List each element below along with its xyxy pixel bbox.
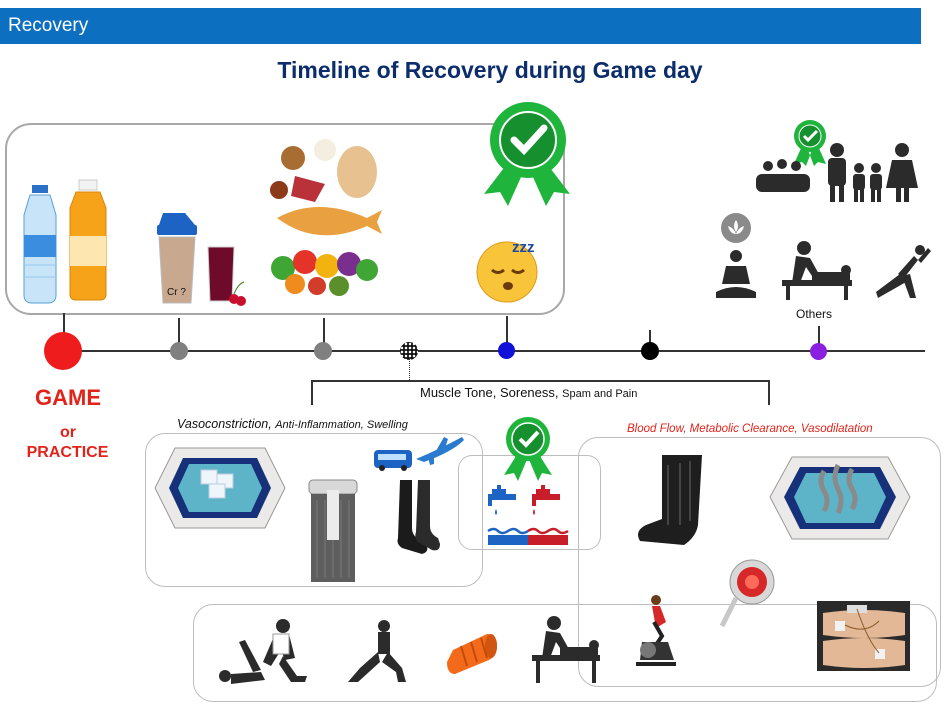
others-label: Others — [796, 307, 833, 321]
contrast-badge-icon — [504, 417, 552, 481]
shaker-label: Cr ? — [167, 287, 186, 298]
timeline-line — [65, 350, 925, 352]
food-group-icon — [270, 139, 382, 296]
ice-bath-icon — [154, 447, 286, 529]
timeline-tick — [323, 318, 325, 350]
vasoconstriction-box — [145, 433, 483, 587]
yoga-icon — [876, 245, 931, 298]
lunge-stretch-icon — [348, 620, 406, 682]
nutrition-box — [5, 123, 565, 315]
timeline-node-hydration — [170, 342, 188, 360]
timeline-tick — [506, 316, 508, 350]
timeline-tick — [818, 326, 820, 350]
bus-icon — [374, 450, 412, 471]
stretching-box — [193, 604, 937, 702]
electrotherapy-icon — [817, 601, 910, 671]
vaso-label: Vasoconstriction, Anti-Inflammation, Swe… — [177, 417, 408, 431]
infrared-lamp-icon — [719, 559, 775, 628]
timeline-node-muscle — [400, 342, 418, 360]
timeline-node-flow — [641, 342, 659, 360]
approved-badge-icon — [484, 102, 570, 206]
bracket-line — [311, 380, 769, 382]
hot-bath-icon — [769, 456, 911, 540]
bracket-right — [768, 380, 770, 405]
manual-therapy-icon — [532, 616, 600, 683]
game-label: GAME — [35, 385, 101, 410]
timeline-tick — [178, 318, 180, 350]
page-title: Timeline of Recovery during Game day — [277, 57, 703, 83]
or-label: or — [60, 424, 76, 441]
partner-stretch-icon — [219, 619, 307, 684]
family-icon — [756, 143, 918, 202]
family-badge-icon — [794, 120, 826, 166]
protein-shaker-icon: Cr ? — [157, 213, 197, 304]
blood-flow-box — [578, 437, 941, 687]
header-bar: Recovery — [0, 8, 921, 44]
compression-boot-icon — [638, 455, 702, 545]
bracket-left — [311, 380, 313, 405]
compression-socks-icon — [397, 480, 440, 554]
sleep-emoji-icon: zzz — [476, 239, 538, 303]
cryotherapy-chamber-icon — [308, 479, 358, 582]
timeline-tick — [649, 330, 651, 350]
bracket-connector — [409, 358, 410, 380]
sleep-zzz: zzz — [512, 239, 535, 256]
cherry-juice-icon — [207, 246, 246, 306]
header-title: Recovery — [8, 15, 89, 36]
timeline-node-sleep — [498, 342, 515, 359]
timeline-node-game — [44, 332, 82, 370]
meditation-icon — [716, 213, 756, 298]
practice-label: PRACTICE — [26, 444, 109, 461]
flow-label: Blood Flow, Metabolic Clearance, Vasodil… — [627, 423, 873, 435]
airplane-icon — [416, 437, 464, 465]
sports-drink-icon — [69, 179, 107, 301]
muscle-label: Muscle Tone, Soreness, Spam and Pain — [420, 385, 638, 400]
timeline-node-others — [810, 343, 827, 360]
exercise-bike-icon — [636, 595, 676, 666]
contrast-water-icon — [487, 485, 569, 545]
massage-icon — [782, 241, 852, 300]
timeline-node-nutrition — [314, 342, 332, 360]
timeline-tick — [63, 313, 65, 350]
foam-roller-icon — [447, 634, 497, 674]
water-bottle-icon — [23, 185, 57, 304]
